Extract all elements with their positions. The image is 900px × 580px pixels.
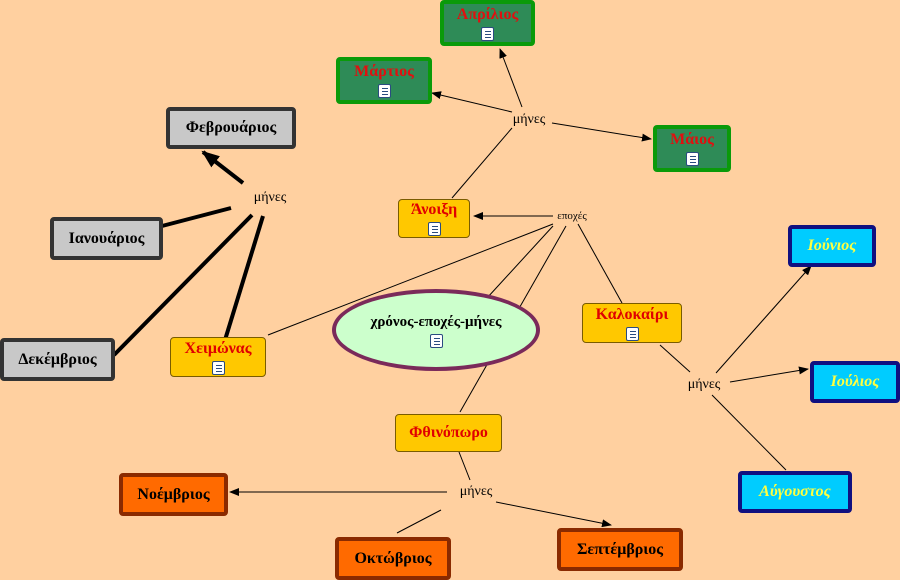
node-october[interactable]: Οκτώβριος [335, 537, 451, 580]
document-icon[interactable] [625, 326, 639, 341]
link-label-seasons: εποχές [557, 210, 587, 222]
node-label: χρόνος-εποχές-μήνες [370, 313, 502, 330]
link-winter-months [223, 215, 265, 341]
document-icon[interactable] [481, 26, 494, 41]
node-label: Άνοιξη [410, 201, 458, 218]
node-january[interactable]: Ιανουάριος [50, 217, 163, 260]
node-label: Απρίλιος [456, 5, 519, 23]
document-icon[interactable] [377, 84, 391, 98]
link-label-months-summer: μήνες [687, 377, 721, 392]
node-august[interactable]: Αύγουστος [738, 471, 852, 513]
link-summer-months [659, 344, 691, 373]
node-label: Χειμώνας [184, 339, 252, 357]
node-march[interactable]: Μάρτιος [336, 57, 432, 104]
link-autumn-months [458, 451, 471, 481]
link-months-april [499, 48, 523, 108]
link-months-july [729, 366, 809, 383]
node-label: Φθινόπωρο [409, 424, 488, 441]
node-june[interactable]: Ιούνιος [788, 225, 876, 267]
link-label-months-winter: μήνες [253, 190, 287, 205]
node-label: Νοέμβριος [137, 485, 210, 503]
node-may[interactable]: Μάιος [653, 125, 731, 172]
link-months-february [201, 150, 245, 185]
node-summer[interactable]: Καλοκαίρι [582, 303, 682, 343]
node-april[interactable]: Απρίλιος [440, 0, 535, 46]
link-months-june [715, 265, 812, 374]
node-label: Φεβρουάριος [185, 119, 277, 136]
link-spring-months [451, 127, 513, 199]
link-months-january [161, 206, 232, 228]
node-label: Δεκέμβριος [18, 350, 97, 368]
document-icon[interactable] [685, 152, 699, 166]
link-months-october [396, 509, 442, 534]
document-icon[interactable] [211, 360, 225, 375]
node-label: Ιανουάριος [68, 229, 145, 247]
node-center[interactable]: χρόνος-εποχές-μήνες [332, 289, 540, 371]
node-november[interactable]: Νοέμβριος [119, 473, 228, 516]
node-label: Καλοκαίρι [595, 305, 669, 323]
link-months-september [495, 501, 612, 528]
link-seasons-summer [577, 223, 623, 304]
node-july[interactable]: Ιούλιος [810, 361, 900, 403]
node-december[interactable]: Δεκέμβριος [0, 338, 115, 381]
node-autumn[interactable]: Φθινόπωρο [395, 414, 502, 452]
node-label: Ιούνιος [807, 237, 857, 254]
link-label-months-spring: μήνες [512, 112, 546, 127]
node-label: Οκτώβριος [354, 549, 432, 567]
node-label: Μάρτιος [354, 63, 414, 80]
node-winter[interactable]: Χειμώνας [170, 337, 266, 377]
link-label-months-autumn: μήνες [459, 484, 493, 499]
node-label: Ιούλιος [830, 373, 880, 390]
link-months-august [711, 394, 787, 471]
document-icon[interactable] [429, 333, 443, 348]
node-label: Σεπτέμβριος [576, 540, 664, 558]
node-spring[interactable]: Άνοιξη [398, 199, 470, 238]
link-months-may [551, 122, 652, 142]
link-seasons-winter [267, 223, 554, 336]
link-months-march [431, 91, 513, 113]
node-label: Μάιος [670, 131, 714, 148]
link-months-december [112, 213, 254, 357]
node-label: Αύγουστος [759, 483, 831, 500]
node-february[interactable]: Φεβρουάριος [166, 107, 296, 149]
link-center-seasons [486, 225, 554, 299]
node-september[interactable]: Σεπτέμβριος [557, 528, 683, 571]
document-icon[interactable] [427, 222, 441, 236]
